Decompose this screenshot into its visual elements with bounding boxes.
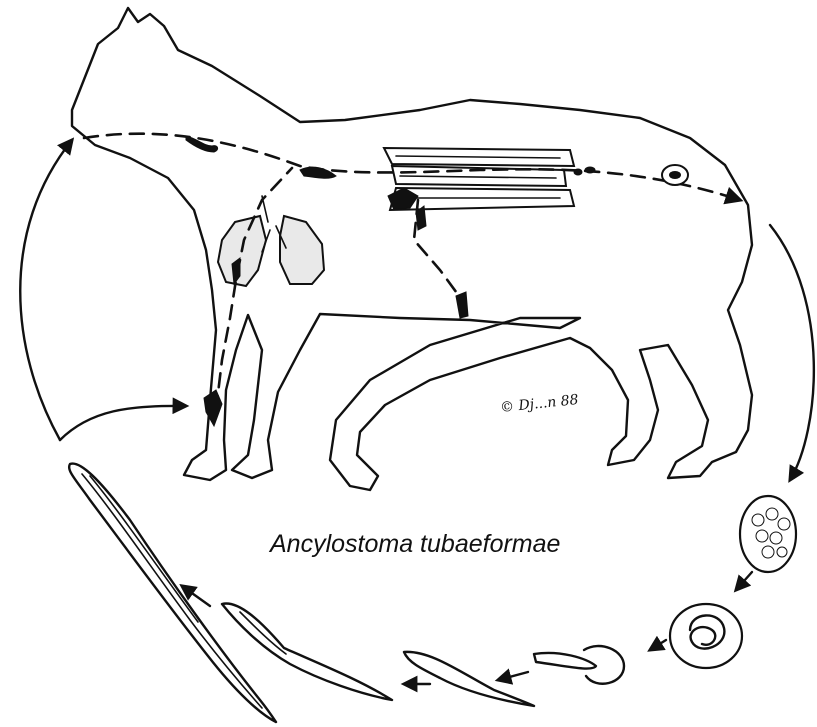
diagram-title: Ancylostoma tubaeformae [270, 530, 560, 559]
larvated-egg-stage [670, 604, 742, 668]
cat-outline [72, 8, 752, 490]
hatching-larva-stage [534, 646, 624, 684]
egg-stage [740, 496, 796, 572]
intestine [384, 148, 574, 210]
infective-larva-stage [69, 463, 276, 722]
rhabditiform-larva-stage [404, 652, 534, 706]
